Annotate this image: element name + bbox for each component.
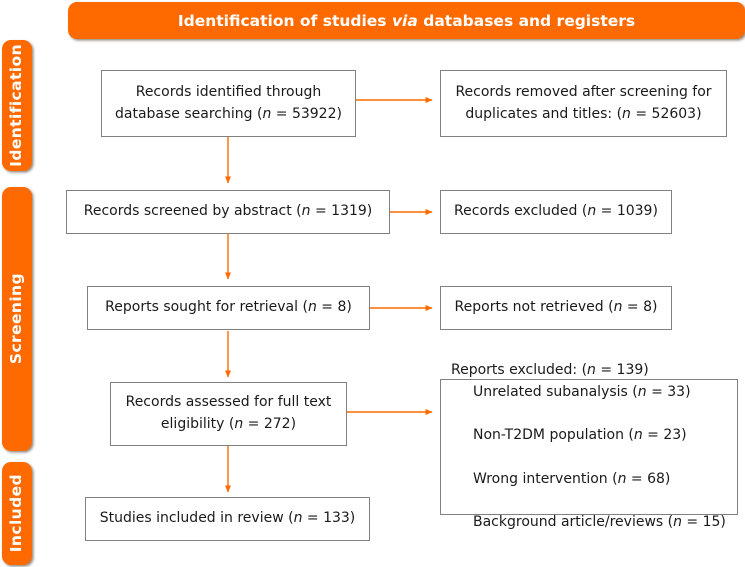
reports-excluded-reason-1: Unrelated subanalysis (n = 33) [451,382,726,404]
reason-3-n-symbol: n [617,470,627,487]
reports-not-retrieved-n-symbol: n [613,299,623,316]
studies-included-after: = 133) [302,510,356,527]
records-excluded-n-symbol: n [587,203,597,220]
box-records-removed: Records removed after screening for dupli… [440,70,727,137]
reason-4-n-symbol: n [673,514,682,531]
records-assessed-line1: Records assessed for full text [125,394,332,411]
reason-2-label: Non-T2DM population ( [473,427,634,444]
records-removed-line2-before: duplicates and titles: ( [465,105,623,122]
reports-excluded-reason-4: Background article/reviews (n = 15) [451,512,726,534]
title-after: databases and registers [417,11,636,30]
records-excluded-before: Records excluded ( [454,203,588,220]
reports-excluded-header: Reports excluded: (n = 139) [451,362,649,378]
records-screened-before: Records screened by abstract ( [83,203,302,220]
reason-3-after: = 68) [626,470,671,487]
reports-excluded-header-before: Reports excluded: ( [451,362,588,379]
box-reports-not-retrieved-text: Reports not retrieved (n = 8) [455,297,658,319]
page-title: Identification of studies via databases … [178,12,635,30]
stage-bar-screening: Screening [2,187,32,451]
studies-included-n-symbol: n [293,510,303,527]
studies-included-before: Studies included in review ( [99,510,294,527]
title-before: Identification of studies [177,11,392,30]
box-records-identified: Records identified through database searc… [101,70,356,137]
records-screened-n-symbol: n [301,203,311,220]
reports-excluded-reason-2: Non-T2DM population (n = 23) [451,425,726,447]
reports-sought-n-symbol: n [307,299,317,316]
box-records-excluded-text: Records excluded (n = 1039) [454,201,658,223]
records-identified-line1: Records identified through [135,83,322,100]
reason-4-label: Background article/reviews ( [473,514,674,531]
box-studies-included: Studies included in review (n = 133) [85,497,370,541]
reports-not-retrieved-before: Reports not retrieved ( [454,299,614,316]
box-reports-sought-text: Reports sought for retrieval (n = 8) [105,297,352,319]
box-records-assessed: Records assessed for full text eligibilit… [110,382,347,446]
reports-excluded-header-n-symbol: n [587,362,596,379]
box-records-screened: Records screened by abstract (n = 1319) [66,190,390,234]
reason-1-label: Unrelated subanalysis ( [473,383,638,400]
reason-3-label: Wrong intervention ( [473,470,618,487]
records-identified-line2-before: database searching ( [115,105,263,122]
stage-bar-included: Included [2,462,32,565]
reports-excluded-header-after: = 139) [595,362,649,379]
records-assessed-line2-before: eligibility ( [160,416,235,432]
reports-sought-after: = 8) [316,299,352,316]
reports-sought-before: Reports sought for retrieval ( [105,299,308,316]
box-reports-sought: Reports sought for retrieval (n = 8) [87,286,370,330]
box-records-assessed-text: Records assessed for full text eligibilit… [126,392,332,435]
reason-1-n-symbol: n [637,383,647,400]
records-excluded-after: = 1039) [596,203,658,220]
box-records-screened-text: Records screened by abstract (n = 1319) [84,201,373,223]
records-assessed-n-symbol: n [234,416,244,432]
reason-4-after: = 15) [681,514,726,531]
reason-2-n-symbol: n [633,427,643,444]
records-removed-line1: Records removed after screening for [455,83,712,100]
box-reports-excluded: Reports excluded: (n = 139) Unrelated su… [440,362,738,530]
box-reports-excluded-text: Reports excluded: (n = 139) Unrelated su… [451,339,726,556]
records-identified-n-symbol: n [262,105,272,122]
reports-not-retrieved-after: = 8) [622,299,658,316]
records-screened-after: = 1319) [310,203,373,220]
diagram-title-banner: Identification of studies via databases … [68,2,745,39]
records-assessed-line2-after: = 272) [243,416,297,432]
box-records-identified-text: Records identified through database searc… [115,82,342,125]
stage-label-identification: Identification [7,44,26,167]
title-emphasis: via [391,11,418,30]
box-reports-not-retrieved: Reports not retrieved (n = 8) [440,286,672,330]
reason-1-after: = 33) [646,383,691,400]
records-identified-line2-after: = 53922) [271,105,342,122]
reason-2-after: = 23) [642,427,687,444]
stage-label-included: Included [7,474,26,553]
box-records-excluded: Records excluded (n = 1039) [440,190,672,234]
stage-label-screening: Screening [7,273,26,365]
box-records-removed-text: Records removed after screening for dupli… [455,82,711,125]
stage-bar-identification: Identification [2,40,32,171]
reports-excluded-reason-3: Wrong intervention (n = 68) [451,469,726,491]
records-removed-line2-after: = 52603) [630,105,702,122]
box-studies-included-text: Studies included in review (n = 133) [100,508,356,530]
records-removed-n-symbol: n [622,105,631,122]
